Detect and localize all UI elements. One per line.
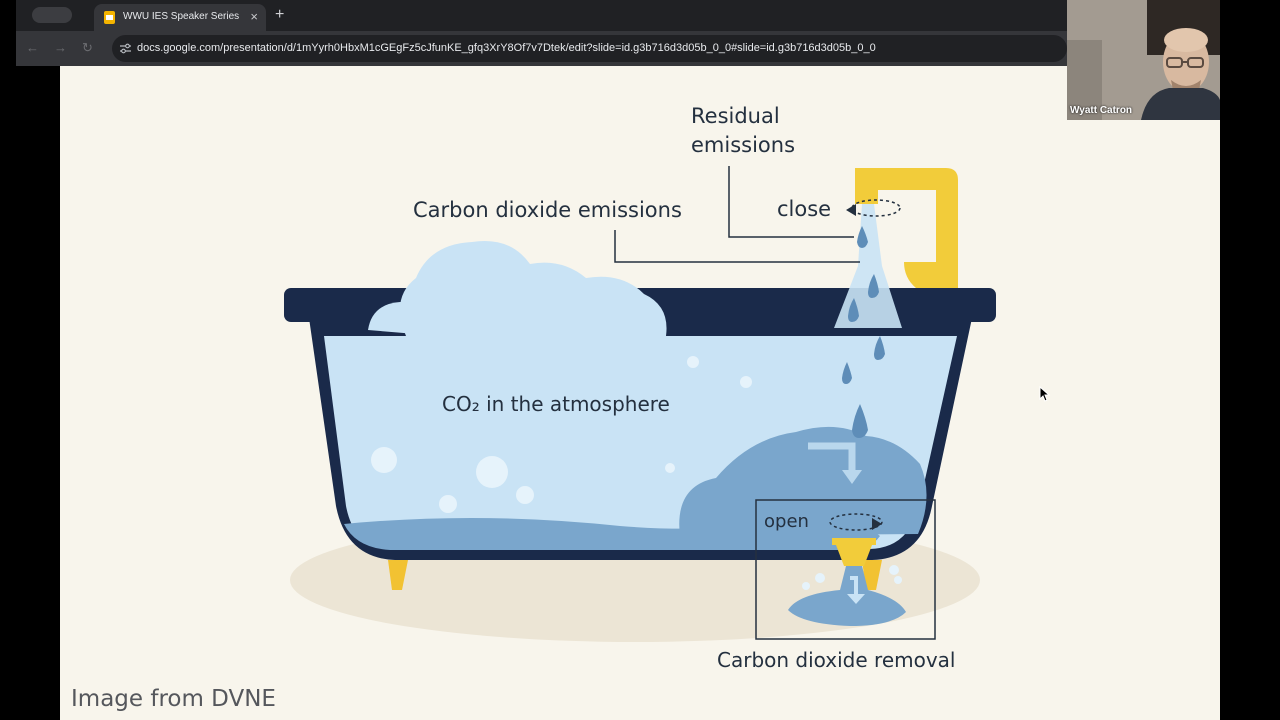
participant-avatar xyxy=(1067,0,1220,120)
browser-toolbar: ← → ↻ docs.google.com/presentation/d/1mY… xyxy=(16,31,1067,66)
close-arrow-icon xyxy=(846,204,856,216)
co2-emissions-label: Carbon dioxide emissions xyxy=(413,198,682,222)
bubble xyxy=(687,356,699,368)
close-tab-icon[interactable]: × xyxy=(250,9,258,24)
bubble xyxy=(371,447,397,473)
bubble xyxy=(802,582,810,590)
tub-foot xyxy=(862,560,882,590)
bubble xyxy=(889,565,899,575)
co2-removal-label: Carbon dioxide removal xyxy=(717,648,956,672)
back-icon[interactable]: ← xyxy=(26,40,39,55)
emissions-cloud xyxy=(368,302,440,336)
participant-name: Wyatt Catron xyxy=(1070,105,1133,116)
drain-plug xyxy=(836,545,872,566)
faucet-spout xyxy=(855,168,958,288)
image-credit: Image from DVNE xyxy=(71,686,276,712)
bathtub-illustration xyxy=(284,166,996,642)
drain-arrowhead xyxy=(847,594,865,604)
water-drop xyxy=(857,226,868,248)
water-stream xyxy=(834,204,902,328)
participant-video-tile[interactable]: Wyatt Catron xyxy=(1067,0,1220,120)
residual-leader-line xyxy=(728,166,854,238)
new-tab-button[interactable]: + xyxy=(275,6,285,23)
downflow-arrowhead xyxy=(842,470,862,484)
close-label: close xyxy=(777,197,832,221)
bubble xyxy=(894,576,902,584)
drain-plug xyxy=(832,538,876,545)
slide-canvas: Residual emissions Carbon dioxide emissi… xyxy=(60,66,1220,720)
tab-search-button[interactable] xyxy=(32,7,72,23)
open-label: open xyxy=(764,511,809,532)
tab-title: WWU IES Speaker Series Jan xyxy=(123,11,241,22)
bubble xyxy=(815,573,825,583)
drained-water xyxy=(788,566,906,626)
bubble xyxy=(740,376,752,388)
bubble xyxy=(516,486,534,504)
slides-icon xyxy=(104,11,115,24)
open-arrow-icon xyxy=(872,518,882,530)
bubble xyxy=(665,463,675,473)
residual-line1: Residual xyxy=(691,104,780,128)
drain-highlight-box xyxy=(755,499,936,640)
drain-arrow xyxy=(850,576,858,594)
tub-foot xyxy=(388,560,408,590)
url-text: docs.google.com/presentation/d/1mYyrh0Hb… xyxy=(137,42,876,54)
water-drop xyxy=(852,404,868,438)
close-valve-ring xyxy=(851,199,901,217)
emissions-leader-line xyxy=(614,230,860,263)
removal-cloud xyxy=(679,426,927,536)
site-settings-icon[interactable] xyxy=(120,43,131,54)
residual-line2: emissions xyxy=(691,133,796,157)
address-bar[interactable]: docs.google.com/presentation/d/1mYyrh0Hb… xyxy=(112,35,1067,62)
bubble xyxy=(439,495,457,513)
browser-tab[interactable]: WWU IES Speaker Series Jan × xyxy=(94,4,266,31)
emissions-cloud xyxy=(399,240,667,336)
water-drop xyxy=(868,274,879,298)
residual-emissions-label: Residual emissions xyxy=(691,102,795,160)
browser-window: WWU IES Speaker Series Jan × + ← → ↻ doc… xyxy=(16,0,1067,66)
bubble xyxy=(476,456,508,488)
water-drop xyxy=(874,336,885,360)
reload-icon[interactable]: ↻ xyxy=(82,40,93,55)
forward-icon[interactable]: → xyxy=(54,40,67,55)
faucet-handle xyxy=(904,262,940,288)
open-valve-ring xyxy=(829,513,883,531)
mouse-cursor-icon xyxy=(1039,386,1051,402)
water-drop xyxy=(848,298,859,322)
tab-strip: WWU IES Speaker Series Jan × + xyxy=(16,0,1067,31)
downflow-arrow xyxy=(808,442,856,470)
co2-atmosphere-label: CO₂ in the atmosphere xyxy=(442,392,670,416)
water-drop xyxy=(842,362,852,384)
